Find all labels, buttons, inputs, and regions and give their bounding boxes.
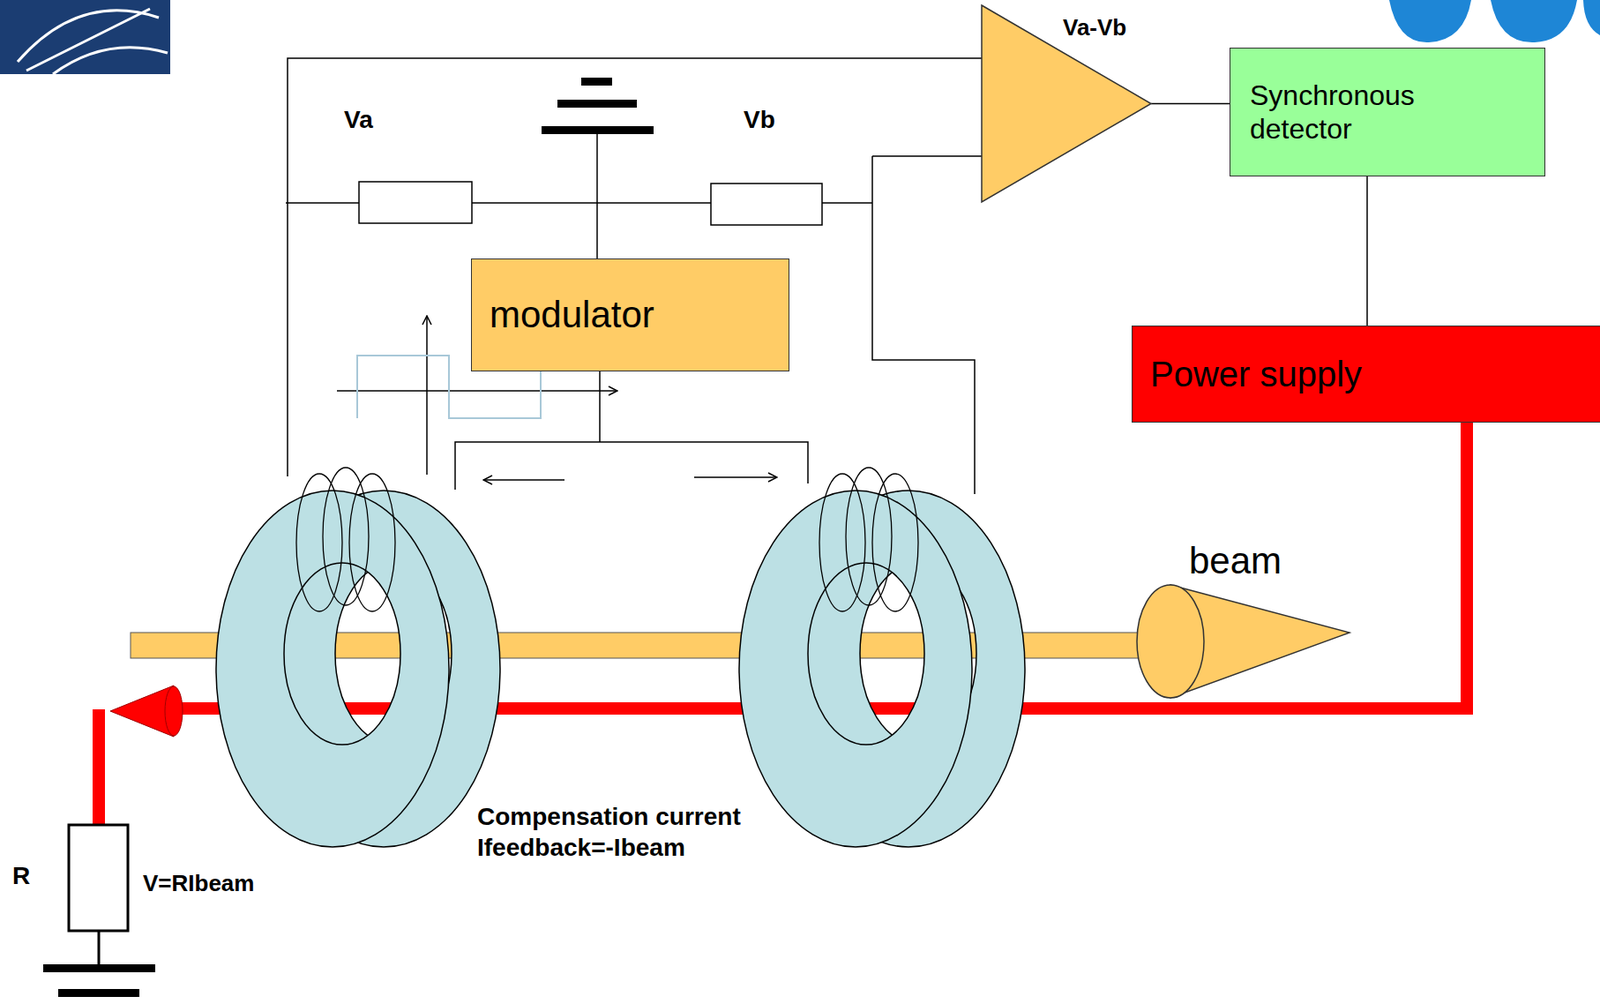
amplifier-triangle: Va-Vb: [981, 5, 1152, 202]
signal-axis: [336, 389, 618, 392]
voltage-label: Vb: [743, 104, 776, 135]
drive-arrow: [483, 478, 565, 481]
ground-symbol: [541, 126, 654, 135]
logo-lines: [17, 8, 168, 75]
drive-arrow: [694, 476, 778, 479]
coil-turn: [322, 467, 369, 606]
node-text: Synchronous detector: [1249, 78, 1480, 147]
toroid-core: [216, 490, 449, 847]
voltage-formula: V=RIbeam: [142, 868, 255, 898]
wire: [287, 58, 982, 477]
current-arrow-base: [164, 686, 183, 736]
node-text: modulator: [489, 292, 789, 337]
signal-wire: [1366, 176, 1369, 326]
wire: [596, 134, 599, 259]
coil-turn: [296, 473, 343, 612]
wire: [872, 156, 982, 494]
coil-turn: [819, 473, 866, 612]
resistor-symbol: [710, 183, 823, 225]
compensation-conductor: [1460, 422, 1473, 715]
ground-symbol: [43, 964, 156, 972]
node-text: Power supply: [1150, 352, 1600, 396]
signal-axis: [426, 315, 428, 475]
ground-wire: [97, 930, 101, 965]
detector-box: Synchronous detector: [1229, 47, 1546, 177]
beam-label: beam: [1188, 538, 1282, 585]
coil-turn: [349, 473, 396, 612]
amplifier-outline: [981, 5, 1152, 202]
ground-symbol: [581, 77, 613, 86]
beam-cone-base: [1136, 584, 1204, 698]
wire: [455, 371, 808, 490]
voltage-label: Va: [343, 104, 374, 135]
resistor-label: R: [12, 859, 30, 891]
compensation-conductor: [92, 709, 105, 825]
signal-wire: [1151, 103, 1230, 105]
coil-turn: [872, 473, 919, 612]
current-arrow: [110, 685, 174, 737]
current-label: Compensation current Ifeedback=-Ibeam: [477, 800, 813, 863]
toroid-core: [739, 490, 972, 847]
resistor-symbol: [358, 181, 472, 224]
resistor-symbol: [68, 824, 128, 931]
logo-block: [0, 0, 171, 75]
power-supply-box: Power supply: [1131, 325, 1600, 423]
ground-symbol: [58, 988, 140, 997]
logo-shape: [1389, 0, 1600, 43]
node-text: Va-Vb: [1062, 14, 1127, 42]
modulator-box: modulator: [471, 258, 790, 372]
coil-winding: [296, 467, 919, 612]
ground-symbol: [557, 99, 637, 108]
coil-turn: [845, 467, 892, 606]
wiring: [285, 58, 982, 494]
